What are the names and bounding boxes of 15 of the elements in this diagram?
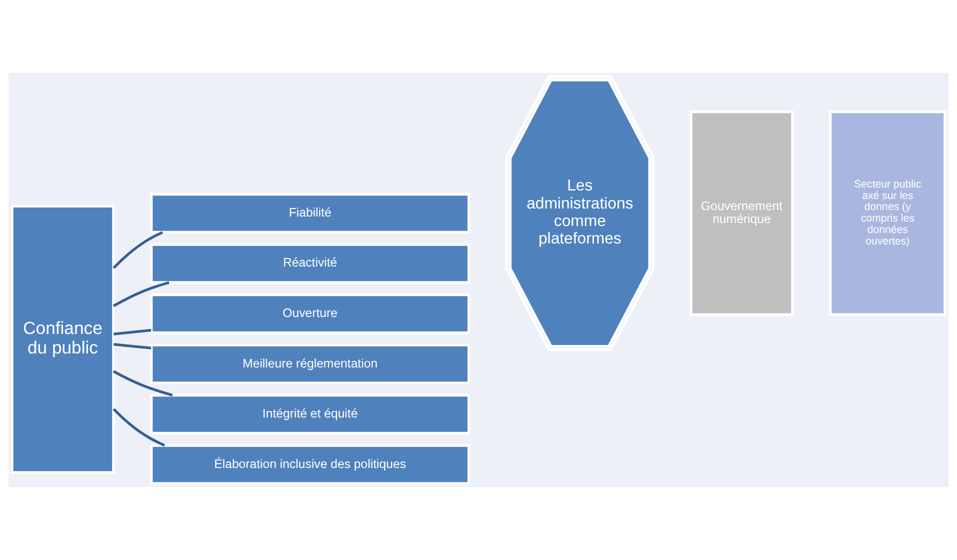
node-box: Élaboration inclusive des politiques — [150, 444, 470, 485]
connector — [112, 370, 173, 396]
node-box: Confiance du public — [10, 204, 115, 474]
connector — [112, 231, 164, 269]
connector — [113, 328, 152, 336]
node-box: Fiabilité — [150, 192, 470, 234]
node-box: Ouverture — [150, 293, 470, 334]
node-box: Réactivité — [150, 243, 470, 284]
node-box: Gouvernement numérique — [690, 110, 794, 316]
connector — [113, 343, 152, 350]
node-box: Secteur public axé sur les donnes (y compris les données ouvertes) — [829, 110, 946, 316]
node-box: Intégrité et équité — [150, 394, 470, 435]
connector — [112, 281, 170, 308]
node-box: Meilleure réglementation — [150, 344, 470, 384]
connector — [112, 408, 166, 447]
